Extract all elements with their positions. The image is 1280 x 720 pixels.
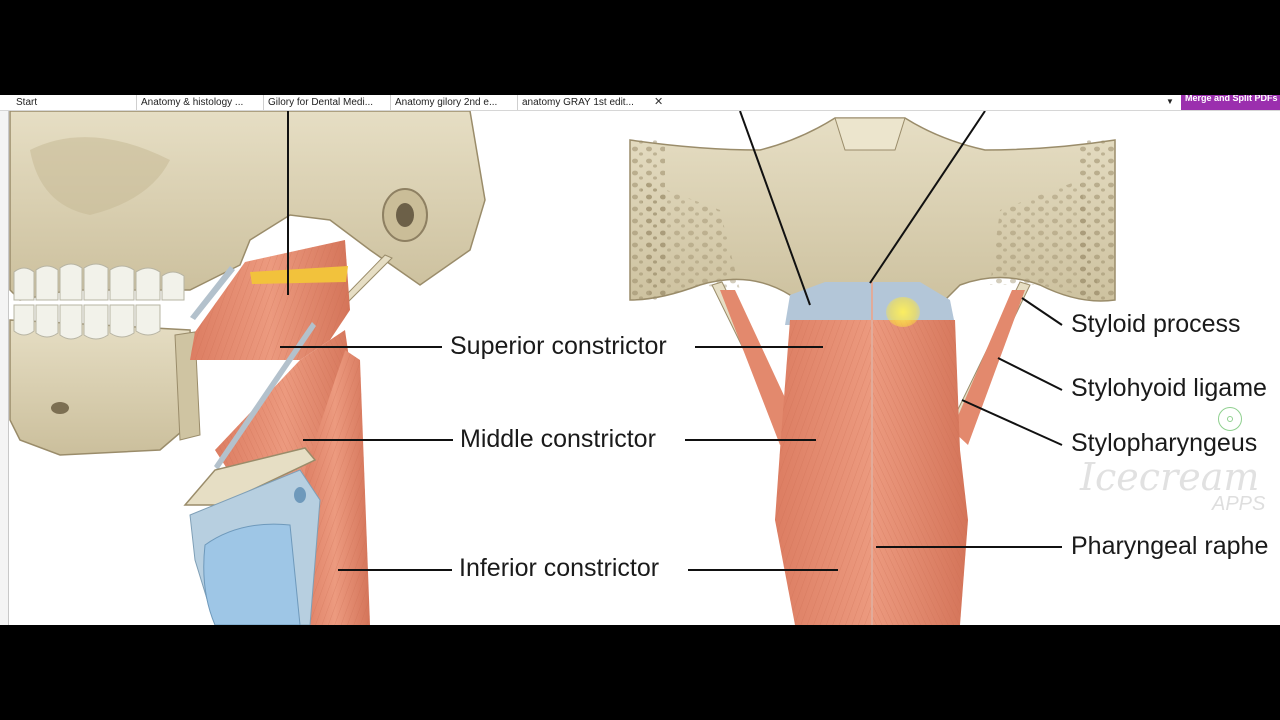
recording-cursor-icon [1218,407,1242,431]
watermark-sub: APPS [1212,493,1266,515]
anatomy-figure [9,111,1116,625]
label-pharyngeal-raphe: Pharyngeal raphe [1071,532,1269,560]
merge-split-pdf-button[interactable]: Merge and Split PDFs [1181,95,1280,110]
tab-start[interactable]: Start [0,95,134,110]
tab-gilory-dental[interactable]: Gilory for Dental Medi... [263,95,390,110]
tab-label: anatomy GRAY 1st edit... [522,97,634,108]
tab-anatomy-gray[interactable]: anatomy GRAY 1st edit... [517,95,672,110]
label-stylopharyngeus: Stylopharyngeus [1071,429,1258,457]
skull-lateral-view [9,111,486,625]
tab-list-dropdown-icon[interactable]: ▼ [1166,97,1174,106]
watermark-brand: Icecream [1080,455,1260,499]
close-tab-icon[interactable]: ✕ [654,96,664,108]
label-middle-constrictor: Middle constrictor [460,425,656,453]
tab-bar: Start Anatomy & histology ... Gilory for… [0,95,1280,111]
tab-label: Anatomy gilory 2nd e... [395,97,498,108]
tab-label: Anatomy & histology ... [141,97,244,108]
tab-anatomy-histology[interactable]: Anatomy & histology ... [136,95,263,110]
label-inferior-constrictor: Inferior constrictor [459,554,660,582]
tab-label: Start [16,97,38,108]
tab-label: Gilory for Dental Medi... [268,97,374,108]
pdf-viewer-window: Start Anatomy & histology ... Gilory for… [0,95,1280,625]
page-left-margin [0,111,9,625]
label-stylohyoid-ligament: Stylohyoid ligame [1071,374,1267,402]
cursor-highlight [886,297,920,327]
label-styloid-process: Styloid process [1071,310,1241,338]
tab-anatomy-gilory[interactable]: Anatomy gilory 2nd e... [390,95,517,110]
pharynx-posterior-view [629,117,1116,625]
leader-lines [280,111,1063,571]
label-superior-constrictor: Superior constrictor [450,332,667,360]
